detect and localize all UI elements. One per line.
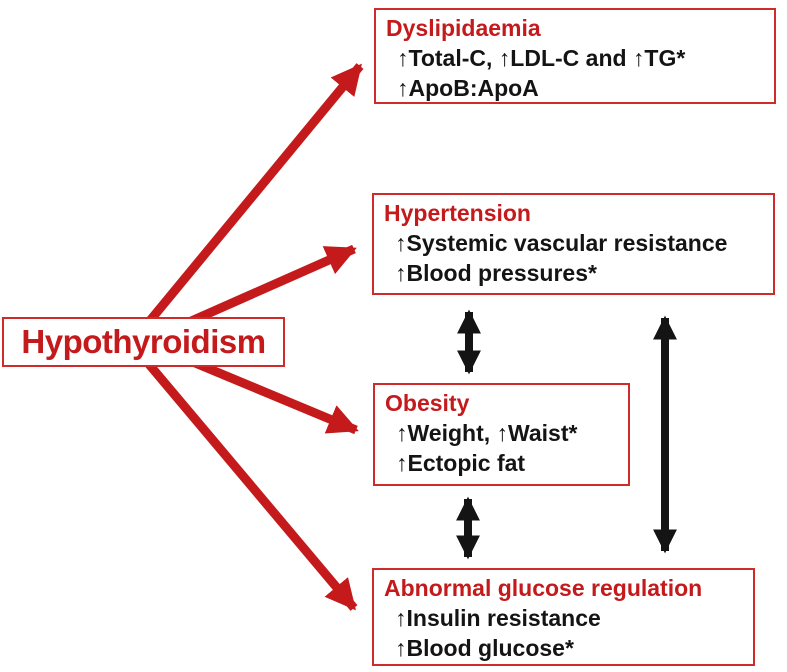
dyslipidaemia-title: Dyslipidaemia: [386, 15, 541, 41]
abnormal-glucose-regulation-box: Abnormal glucose regulation ↑Insulin res…: [372, 568, 755, 666]
dyslipidaemia-line-2: ↑ApoB:ApoA: [397, 75, 539, 101]
hypertension-box: Hypertension ↑Systemic vascular resistan…: [372, 193, 775, 295]
obesity-title: Obesity: [385, 390, 470, 416]
hypertension-line-1: ↑Systemic vascular resistance: [395, 230, 728, 256]
obesity-box: Obesity ↑Weight, ↑Waist* ↑Ectopic fat: [373, 383, 630, 486]
hypertension-line-2: ↑Blood pressures*: [395, 260, 597, 286]
obesity-line-2: ↑Ectopic fat: [396, 450, 526, 476]
hypertension-title: Hypertension: [384, 200, 531, 226]
abnormal-glucose-line-2: ↑Blood glucose*: [395, 635, 574, 661]
arrow-hypothyroidism-to-hypertension: [169, 244, 357, 335]
abnormal-glucose-line-1: ↑Insulin resistance: [395, 605, 601, 631]
dyslipidaemia-line-1: ↑Total-C, ↑LDL-C and ↑TG*: [397, 45, 686, 71]
arrow-hypothyroidism-to-abnormal-glucose: [133, 347, 358, 611]
arrow-hypothyroidism-to-obesity: [174, 350, 359, 435]
dyslipidaemia-box: Dyslipidaemia ↑Total-C, ↑LDL-C and ↑TG* …: [374, 8, 776, 104]
arrow-hypothyroidism-to-dyslipidaemia: [130, 63, 364, 343]
abnormal-glucose-regulation-title: Abnormal glucose regulation: [384, 575, 703, 601]
hypothyroidism-box: Hypothyroidism: [2, 317, 285, 367]
obesity-line-1: ↑Weight, ↑Waist*: [396, 420, 578, 446]
hypothyroidism-label: Hypothyroidism: [21, 323, 266, 360]
